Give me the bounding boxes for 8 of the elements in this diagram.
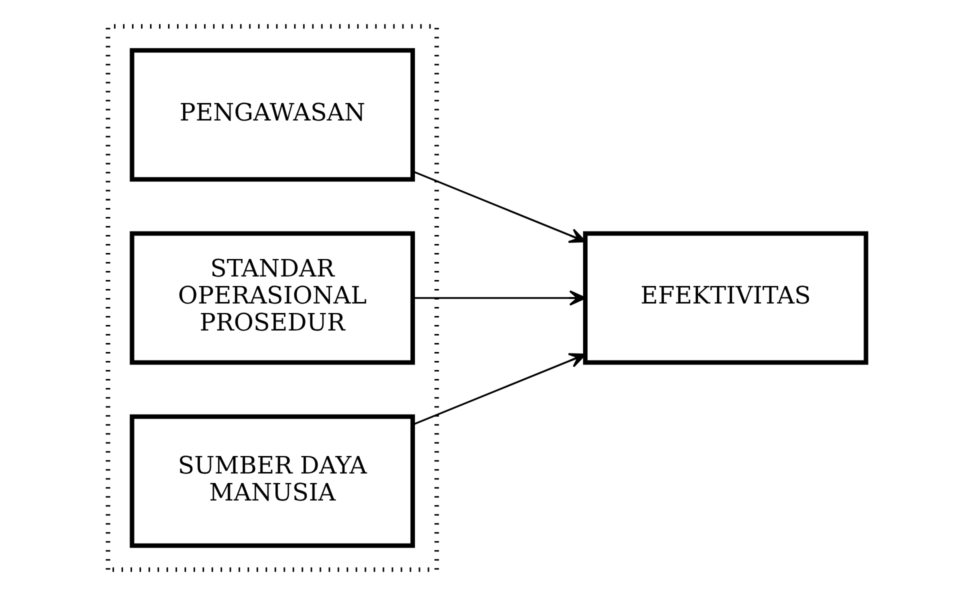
- node-box: PENGAWASAN: [130, 48, 415, 182]
- arrow: [413, 290, 586, 306]
- node-box: STANDAR OPERASIONAL PROSEDUR: [130, 231, 415, 365]
- arrow: [412, 170, 586, 243]
- node-box: SUMBER DAYA MANUSIA: [130, 414, 415, 548]
- arrow: [412, 353, 586, 426]
- node-box: EFEKTIVITAS: [583, 231, 868, 365]
- cluster: [106, 24, 439, 572]
